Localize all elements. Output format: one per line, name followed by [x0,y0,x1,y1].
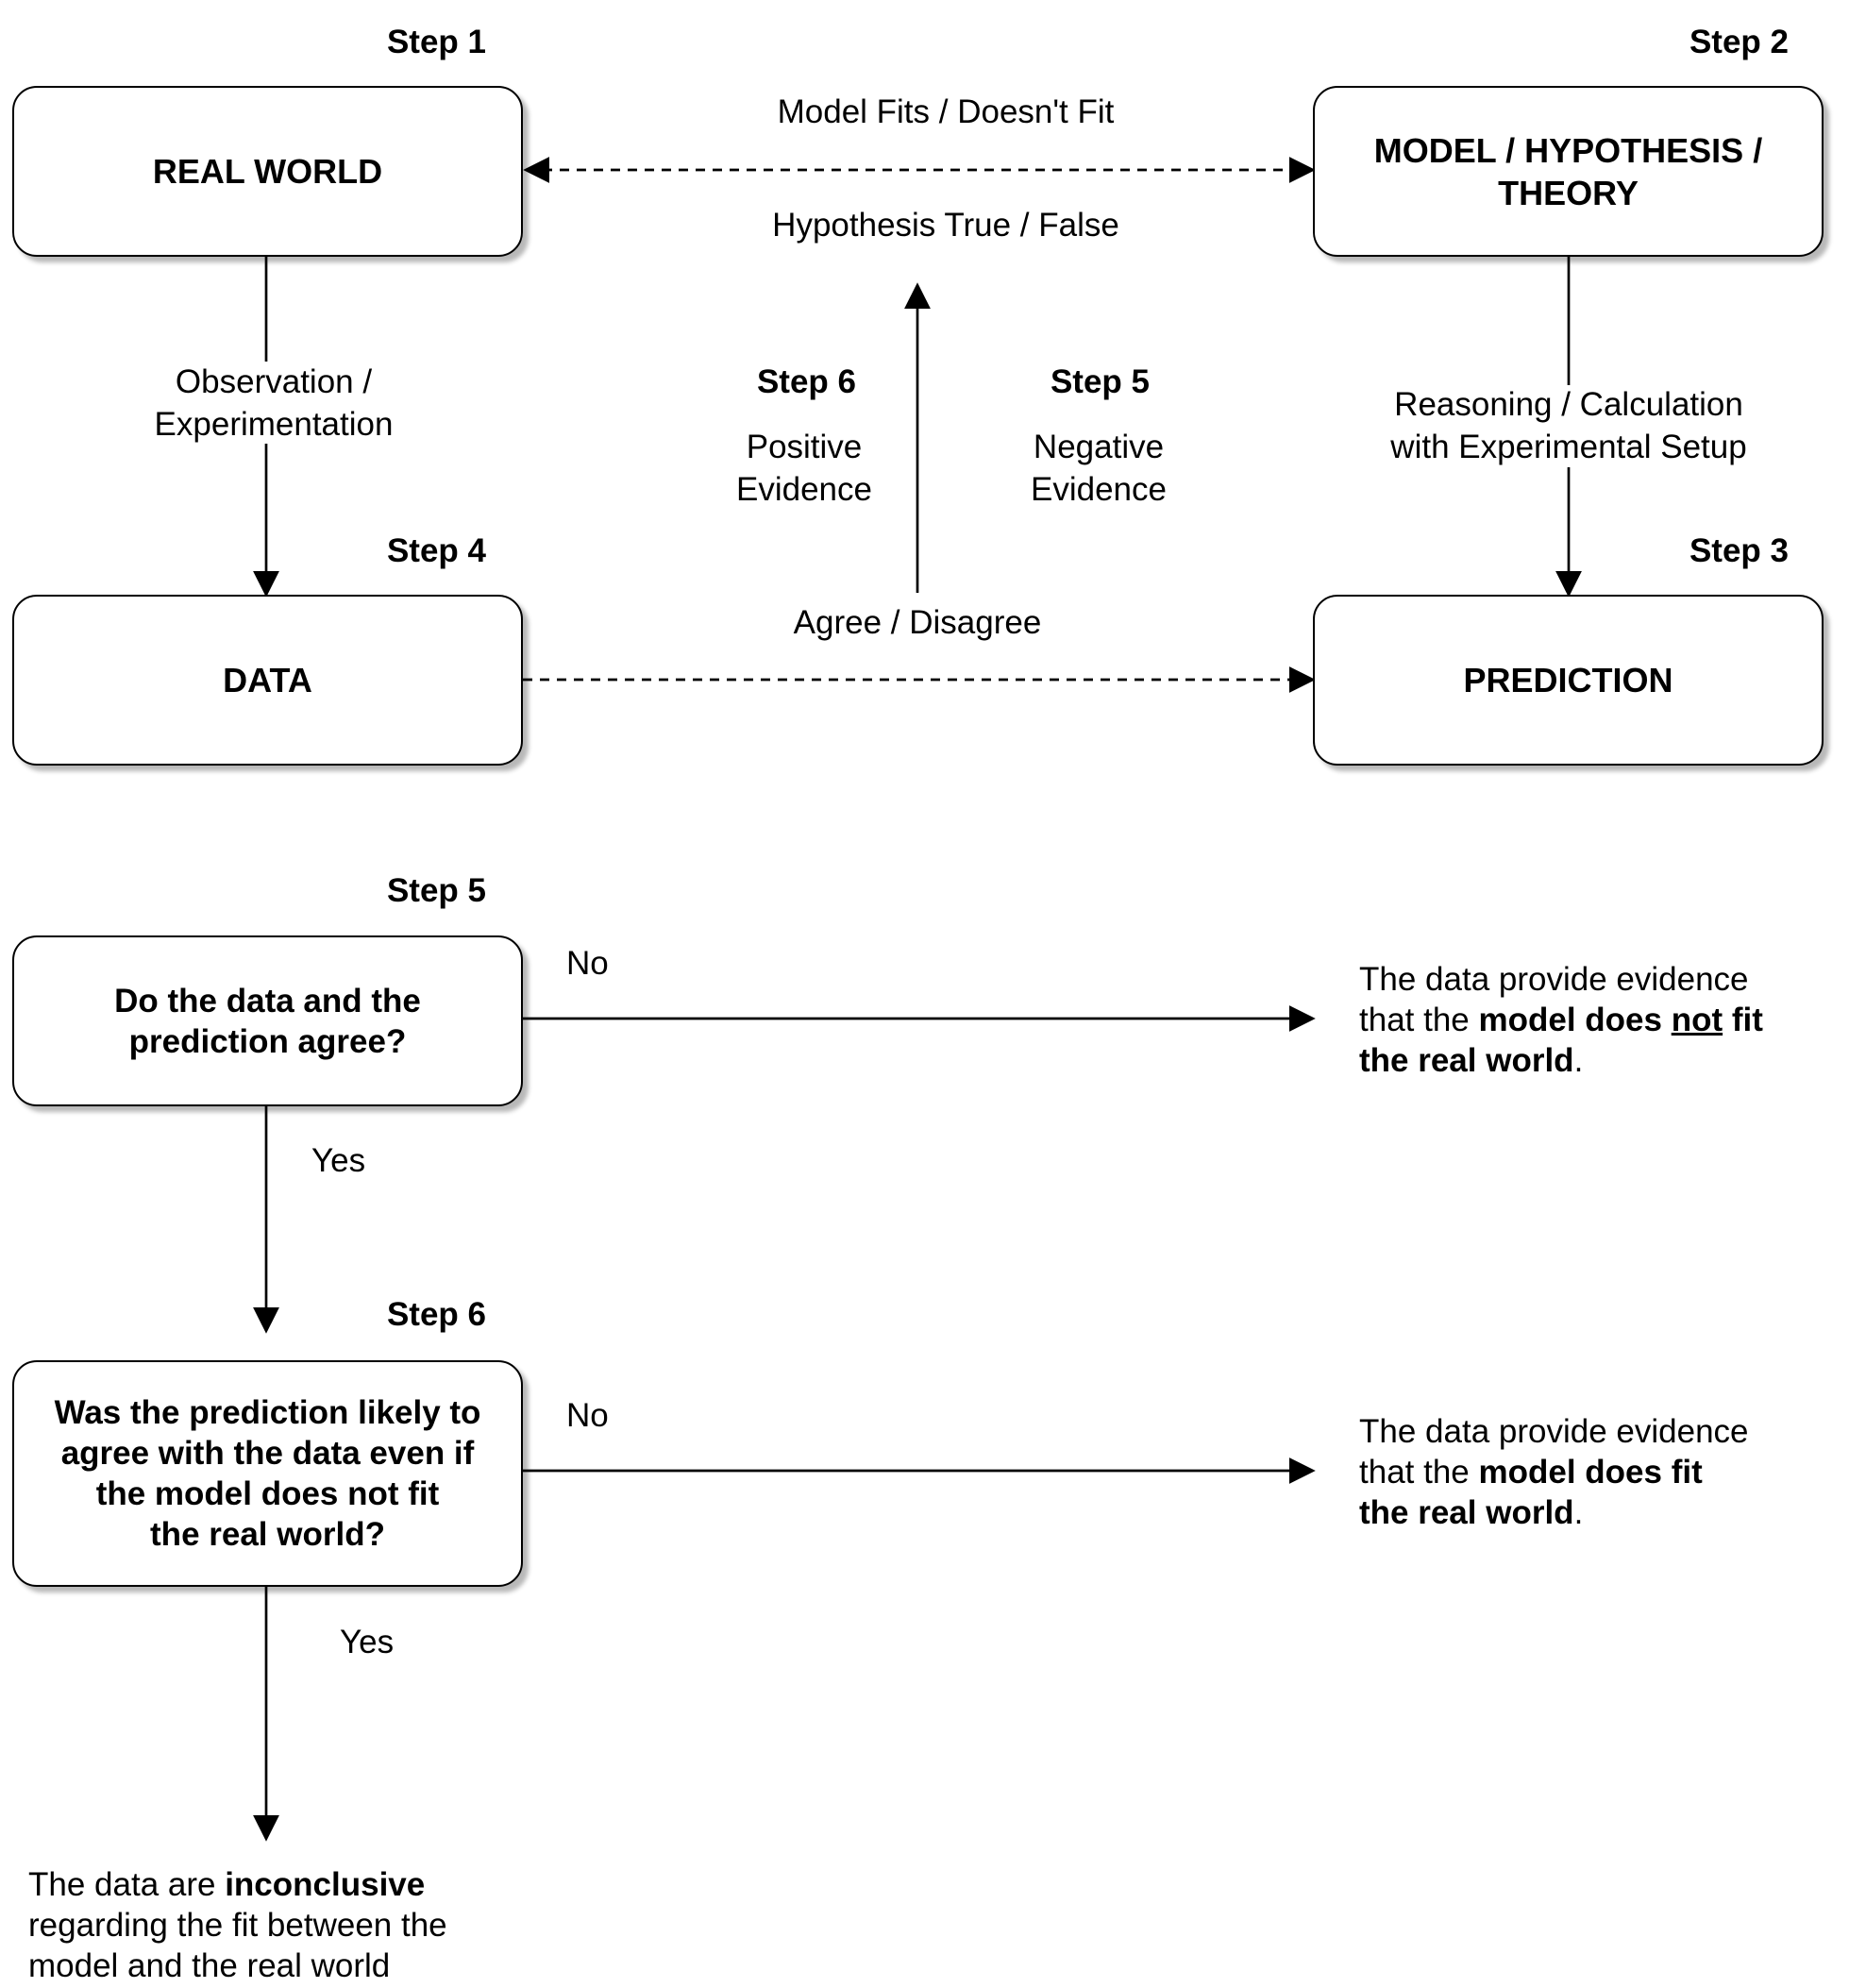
prediction-box: PREDICTION [1313,595,1824,766]
model-fits-label: Model Fits / Doesn't Fit [777,93,1115,130]
question-agree-line2: prediction agree? [128,1022,407,1060]
reasoning-label-line2: with Experimental Setup [1390,429,1747,465]
question-likely-line1: Was the prediction likely to [54,1394,481,1431]
hypothesis-true-label: Hypothesis True / False [772,207,1119,244]
question-likely-line4: the real world? [150,1516,385,1553]
model-label-line1: MODEL / HYPOTHESIS / [1373,130,1763,170]
step-2-label: Step 2 [1689,24,1789,60]
step-6-question-label: Step 6 [386,1296,486,1333]
outcome-not-fit: The data provide evidence that the model… [1359,959,1763,1081]
model-box: MODEL / HYPOTHESIS / THEORY [1313,86,1824,257]
outcome-inconclusive-line1: The data are inconclusive [28,1866,426,1903]
answer-no-2: No [566,1397,609,1434]
answer-yes-1: Yes [311,1142,366,1179]
step-3-label: Step 3 [1689,532,1789,569]
outcome-not-fit-line3: the real world. [1359,1042,1584,1079]
negative-evidence-line1: Negative [1033,429,1165,465]
step-5-evidence-label: Step 5 [1050,363,1150,400]
step-5-question-label: Step 5 [386,872,486,909]
question-likely-line3: the model does not fit [95,1475,440,1512]
outcome-not-fit-line2: that the model does not fit [1359,1002,1763,1038]
data-label: DATA [223,661,312,699]
observation-label-line1: Observation / [175,363,373,400]
prediction-label: PREDICTION [1463,661,1673,699]
question-likely-box: Was the prediction likely to agree with … [12,1360,523,1587]
outcome-inconclusive-line2: regarding the fit between the [28,1907,447,1944]
question-agree-line1: Do the data and the [114,982,421,1019]
answer-yes-2: Yes [340,1624,395,1660]
observation-label-line2: Experimentation [154,406,394,443]
real-world-label: REAL WORLD [152,152,383,191]
outcome-inconclusive-line3: model and the real world [28,1947,391,1984]
outcome-fit-line3: the real world. [1359,1494,1584,1531]
step-6-evidence-label: Step 6 [756,363,856,400]
outcome-inconclusive: The data are inconclusive regarding the … [28,1864,447,1986]
real-world-box: REAL WORLD [12,86,523,257]
outcome-fit-line2: that the model does fit [1359,1454,1703,1491]
data-box: DATA [12,595,523,766]
reasoning-label-line1: Reasoning / Calculation [1394,386,1743,423]
model-label-line2: THEORY [1498,173,1639,212]
question-likely-line2: agree with the data even if [60,1435,475,1472]
positive-evidence-line2: Evidence [736,471,872,508]
step-1-label: Step 1 [386,24,486,60]
negative-evidence-line2: Evidence [1031,471,1167,508]
agree-disagree-label: Agree / Disagree [787,601,1048,644]
positive-evidence-line1: Positive [746,429,863,465]
outcome-fit: The data provide evidence that the model… [1359,1411,1749,1533]
step-4-label: Step 4 [386,532,486,569]
outcome-not-fit-line1: The data provide evidence [1359,961,1749,998]
question-agree-box: Do the data and the prediction agree? [12,935,523,1106]
outcome-fit-line1: The data provide evidence [1359,1413,1749,1450]
answer-no-1: No [566,945,609,982]
